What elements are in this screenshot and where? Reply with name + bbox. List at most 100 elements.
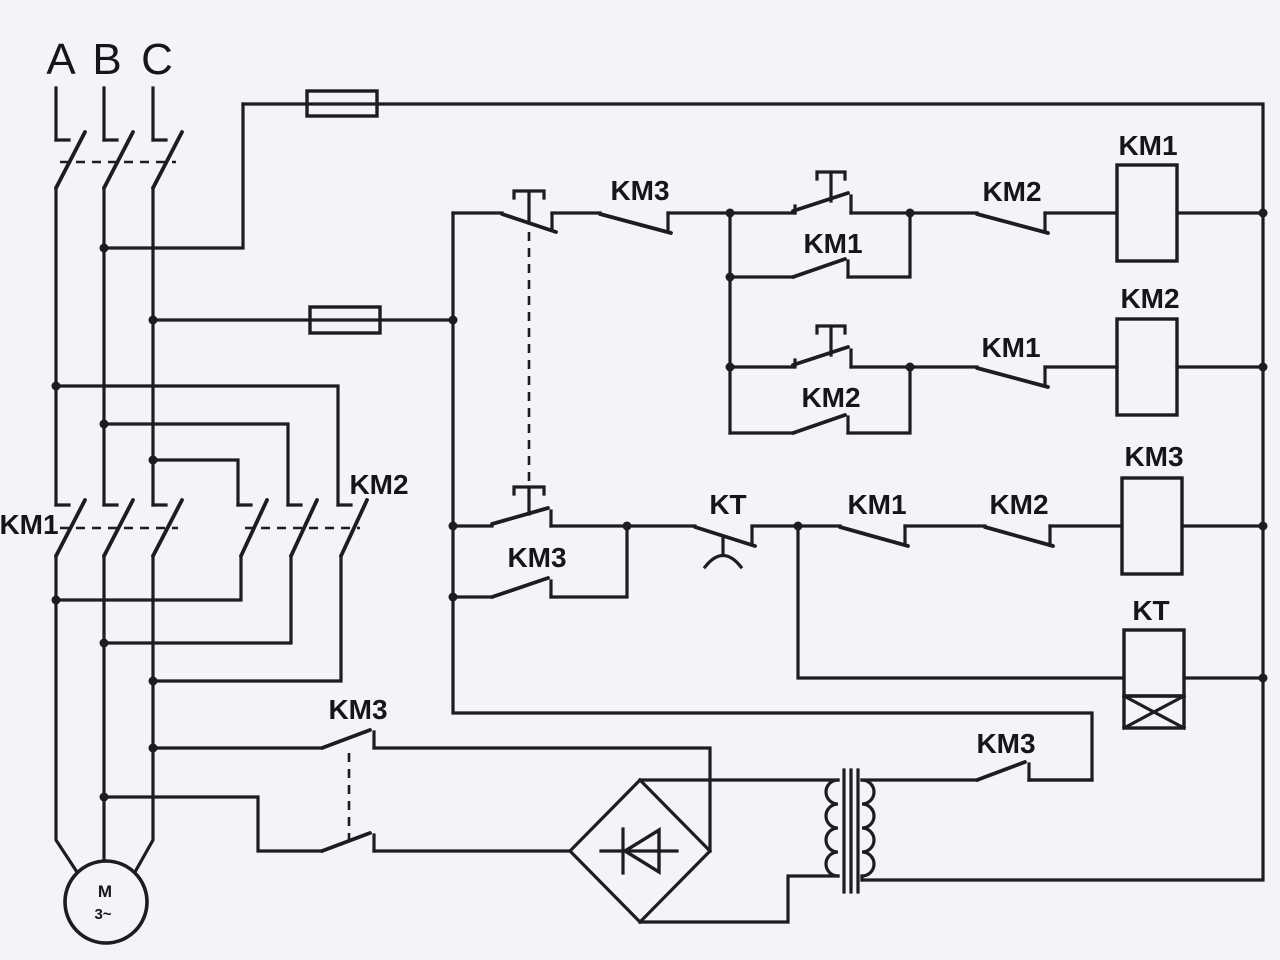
km1-main-blades [54,498,184,558]
phase-a-label: A [46,35,76,84]
km2-coil-label: KM2 [1120,283,1179,314]
diode-triangle [621,826,661,876]
wire-pair-link-2 [102,554,293,645]
km2-nc-brake-interlock [983,524,1055,548]
wire-mid-verticals [54,186,155,507]
kt-coil-label: KT [1132,595,1169,626]
transformer-primary-winding [860,778,876,878]
phase-c-label: C [141,35,173,84]
kt-time-relay-coil [1121,628,1187,731]
km1-main-label: KM1 [0,509,59,540]
qs-blades [54,130,184,190]
start-fwd-actuator [815,170,847,203]
stop-button-actuator [512,189,546,225]
wire-phase-leads [54,86,155,142]
kt-contact-label: KT [709,489,746,520]
motor-letter: M [98,882,112,901]
start-fwd-ticks [793,194,853,215]
km3-nc-contact-run [598,211,673,235]
phase-b-label: B [92,35,121,84]
brake-button-actuator [512,485,546,516]
km3-brake-blade-1 [320,728,372,750]
start-rev-ticks [793,348,853,369]
diagram-labels: A B C KM1 KM2 KM3 KM2 KM1 KM1 KM1 KM2 KM… [0,35,1184,759]
km3-transformer-blade [975,760,1027,782]
km1-main-contacts [54,498,184,558]
wire-top-line-right-rail [241,102,1265,882]
km3-brake-main-label: KM3 [328,694,387,725]
km2-aux-label: KM2 [801,382,860,413]
start-rev-actuator [815,324,847,357]
km2-nc-interlock [975,211,1050,235]
kt-delay-dome [702,553,744,570]
km2-brake-blade [983,525,1055,548]
rectifier-diamond [567,777,713,925]
kt-delay-element-box [1122,694,1186,730]
km1-no-aux-contact [791,257,850,279]
wire-kt-branch [796,524,1265,680]
km3-no-transformer-contact [975,760,1031,782]
wire-crossover-a [54,384,340,507]
km2-main-contacts [236,498,369,558]
wire-crossover-c [151,458,240,507]
kt-delay-element-cross [1121,693,1187,731]
wire-km3-aux-branch [451,524,629,599]
transformer-core [842,768,860,894]
km1-brake-blade [838,525,910,548]
km3-main-brake-contacts [320,728,376,853]
km2-interlock-label: KM2 [982,176,1041,207]
wire-brake-line-1 [151,746,712,853]
start-reverse-pushbutton [791,324,853,369]
wire-brake-line-2 [102,795,572,853]
wire-aux1-branch [728,211,912,279]
km3-coil [1120,476,1184,576]
wire-pair-link-1 [54,554,243,602]
motor-phase-count: 3~ [94,906,111,923]
junction-dots [51,208,1268,802]
wire-secondary-bottom [638,874,840,924]
km1-interlock-blade [975,366,1050,389]
km3-nc-run-label: KM3 [610,175,669,206]
km1-nc-brake-interlock [838,524,910,548]
km1-aux-blade [791,257,847,279]
transformer [824,768,876,894]
km1-coil [1115,163,1179,263]
kt-coil-box [1122,628,1186,698]
km3-brake-blade-2 [320,831,372,853]
fuse-fu2 [308,305,382,335]
stop-pushbutton [500,189,558,486]
start-forward-pushbutton [791,170,853,215]
kt-contact-blade [693,525,757,548]
km3-no-aux-contact [490,576,553,599]
km1-aux-label: KM1 [803,228,862,259]
km2-brake-interlock-label: KM2 [989,489,1048,520]
start-fwd-blade [791,191,850,213]
km3-aux-blade [490,576,550,599]
kt-nc-delay-contact [693,525,757,570]
km3-aux-label: KM3 [507,542,566,573]
wire-control-tap-fu1 [102,102,245,250]
km3-coil-label: KM3 [1124,441,1183,472]
wire-motor-lead-c [132,554,155,875]
transformer-secondary-winding [824,778,840,878]
motor: M 3~ [63,859,149,945]
brake-button-blade [490,506,550,526]
km2-no-aux-contact [791,413,850,435]
start-rev-blade [791,345,850,367]
stop-button-blade [500,212,558,234]
km2-main-label: KM2 [349,469,408,500]
brake-pushbutton [490,485,553,528]
km2-coil [1115,317,1179,417]
km2-aux-blade [791,413,847,435]
km1-brake-interlock-label: KM1 [847,489,906,520]
km1-nc-interlock [975,365,1050,389]
motor-circle [63,859,149,945]
km3-transformer-label: KM3 [976,728,1035,759]
qs-knife-switch [54,130,184,190]
fuse-fu1 [305,89,379,118]
km1-coil-label: KM1 [1118,130,1177,161]
wire-pair-link-3 [151,554,343,683]
km2-interlock-blade [975,212,1050,235]
